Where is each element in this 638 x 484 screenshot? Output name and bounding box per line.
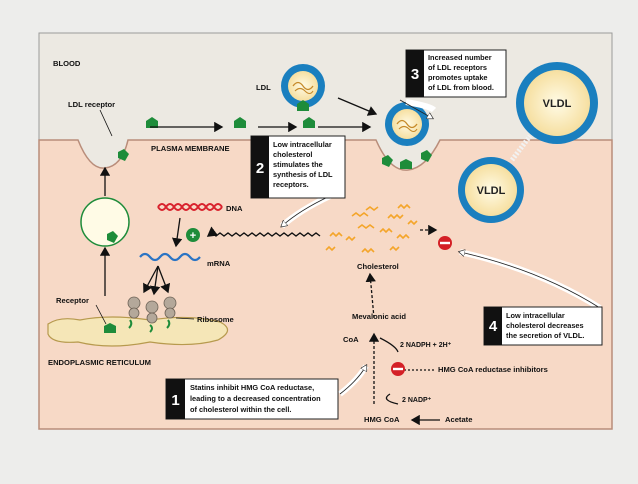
- callout-1-line-2: leading to a decreased concentration: [190, 394, 321, 403]
- hmg-inhibitors-label: HMG CoA reductase inhibitors: [438, 365, 548, 374]
- callout-number-4: 4: [489, 318, 498, 335]
- callout-box-3: 3 Increased number of LDL receptors prom…: [405, 49, 507, 98]
- callout-box-4: 4 Low intracellular cholesterol decrease…: [483, 306, 603, 346]
- callout-2-line-3: stimulates the: [273, 160, 323, 169]
- callout-box-1: 1 Statins inhibit HMG CoA reductase, lea…: [165, 378, 339, 420]
- callout-3-line-3: promotes uptake: [428, 73, 488, 82]
- callout-arrow-1: [339, 366, 366, 395]
- membrane-receptor: [146, 117, 158, 128]
- svg-text:+: +: [190, 230, 196, 242]
- vldl-inside-particle: VLDL: [458, 157, 524, 223]
- callout-arrow-3: [405, 99, 437, 113]
- callout-3-line-1: Increased number: [428, 53, 492, 62]
- membrane-receptor: [303, 117, 315, 128]
- callout-2-line-4: synthesis of LDL: [273, 170, 333, 179]
- dna-helix: [157, 203, 223, 211]
- hmg-coa-label: HMG CoA: [364, 415, 400, 424]
- callout-4-line-2: cholesterol decreases: [506, 321, 584, 330]
- receptor-label: Receptor: [56, 296, 89, 305]
- membrane-receptor: [234, 117, 246, 128]
- nadp-label: 2 NADP⁺: [402, 397, 432, 404]
- endoplasmic-reticulum: [47, 316, 229, 347]
- mrna-strand: [139, 252, 201, 262]
- callout-1-line-1: Statins inhibit HMG CoA reductase,: [190, 383, 314, 392]
- pit-receptor: [400, 159, 412, 169]
- callout-number-1: 1: [171, 392, 179, 409]
- ldl-particle: [281, 64, 325, 111]
- vldl-secretion-arrow: [510, 134, 532, 162]
- blood-label: BLOOD: [53, 59, 81, 68]
- minus-symbol-vldl: [438, 236, 452, 250]
- cholesterol-molecules: [325, 203, 418, 254]
- minus-symbol-hmg: [391, 362, 405, 376]
- dna-label: DNA: [226, 204, 243, 213]
- acetate-label: Acetate: [445, 415, 472, 424]
- flow-arrows: [99, 97, 440, 426]
- ldl-bound-particle: [385, 102, 429, 146]
- callout-3-line-2: of LDL receptors: [428, 63, 487, 72]
- pit-receptor: [118, 149, 129, 161]
- callout-1-line-3: of cholesterol within the cell.: [190, 405, 291, 414]
- ldl-receptor-label: LDL receptor: [68, 100, 115, 109]
- vldl-outside-label: VLDL: [543, 98, 572, 110]
- vldl-inside-label: VLDL: [477, 185, 506, 197]
- callout-4-line-1: Low intracellular: [506, 311, 565, 320]
- cholesterol-label: Cholesterol: [357, 262, 399, 271]
- callout-2-line-5: receptors.: [273, 180, 309, 189]
- mevalonic-acid-label: Mevalonic acid: [352, 312, 406, 321]
- callout-arrow-3: [399, 99, 432, 118]
- mrna-label: mRNA: [207, 259, 231, 268]
- coa-label: CoA: [343, 335, 359, 344]
- ldl-label: LDL: [256, 83, 271, 92]
- feedback-zigzag: [206, 226, 321, 237]
- callout-number-2: 2: [256, 160, 264, 177]
- plus-symbol: +: [186, 228, 200, 242]
- er-label: ENDOPLASMIC RETICULUM: [48, 358, 151, 367]
- callout-2-line-2: cholesterol: [273, 150, 312, 159]
- endocytic-vesicle: [80, 197, 130, 247]
- callout-box-2: 2 Low intracellular cholesterol stimulat…: [250, 135, 346, 199]
- callout-2-line-1: Low intracellular: [273, 140, 332, 149]
- plasma-membrane-label: PLASMA MEMBRANE: [151, 144, 230, 153]
- callout-number-3: 3: [411, 66, 419, 83]
- nadph-label: 2 NADPH + 2H⁺: [400, 342, 452, 349]
- pit-receptor: [382, 155, 393, 167]
- vldl-outside-particle: VLDL: [516, 62, 598, 144]
- callout-3-line-4: of LDL from blood.: [428, 83, 494, 92]
- callout-4-line-3: the secretion of VLDL.: [506, 331, 584, 340]
- ribosome-label: Ribosome: [197, 315, 234, 324]
- pit-receptor: [421, 150, 432, 162]
- callout-arrow-4: [460, 252, 601, 309]
- ribosome-cluster: [127, 296, 177, 333]
